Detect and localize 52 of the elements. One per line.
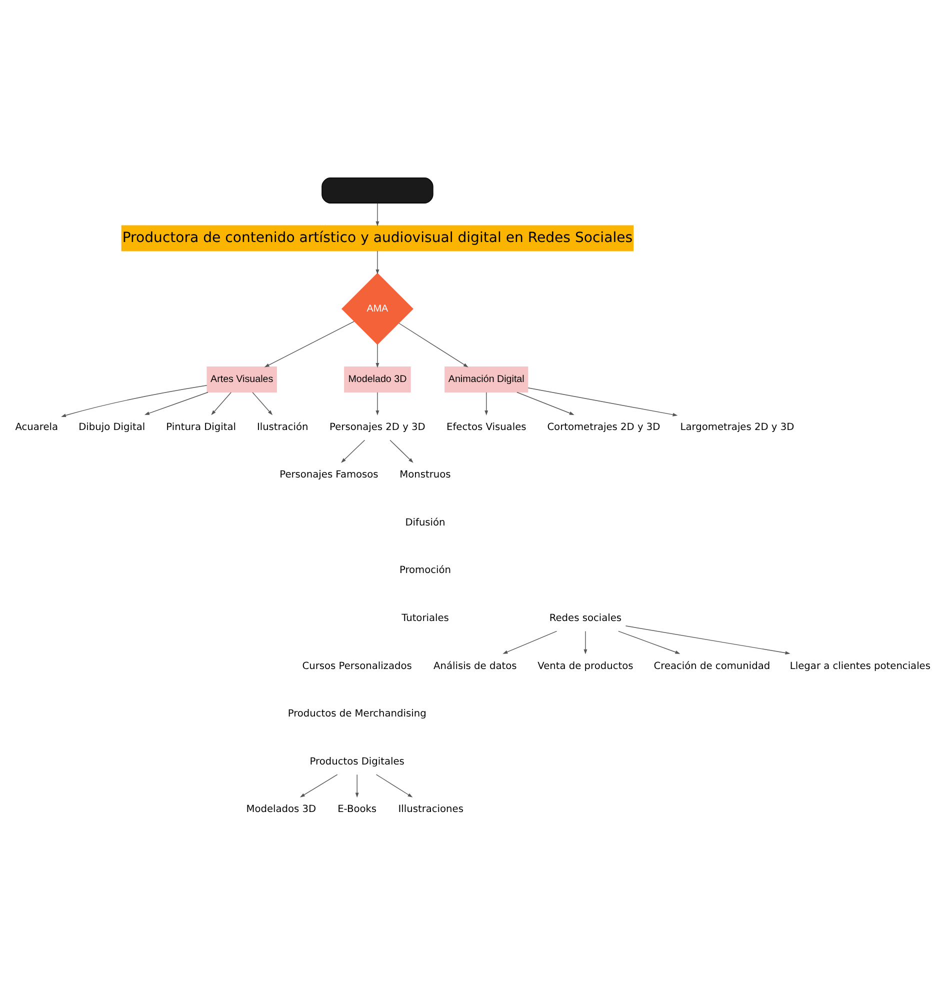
node-text: Modelados 3D — [246, 804, 316, 815]
arrow — [341, 439, 366, 462]
arrow — [528, 387, 678, 416]
node-text: Dibujo Digital — [78, 421, 146, 432]
node-text: Illustraciones — [398, 804, 464, 815]
node-text: Ilustración — [256, 421, 308, 432]
arrow — [376, 774, 413, 797]
arrow — [398, 322, 468, 367]
arrow — [390, 439, 414, 462]
node-box: Artes Visuales — [206, 366, 277, 392]
label: Difusión — [405, 516, 446, 528]
arrow — [144, 391, 208, 414]
label: Cursos Personalizados — [302, 660, 412, 672]
arrow — [211, 392, 232, 415]
arrow — [264, 320, 354, 367]
node-box: Modelado 3D — [344, 366, 411, 392]
arrow — [61, 384, 208, 416]
arrow — [300, 774, 338, 797]
arrow — [376, 250, 380, 274]
arrow — [252, 392, 273, 415]
node-text: Largometrajes 2D y 3D — [680, 421, 794, 432]
arrow — [376, 344, 380, 368]
arrow — [618, 630, 680, 654]
node-text: Personajes Famosos — [280, 469, 378, 480]
node-text: Redes sociales — [549, 612, 622, 624]
label: Tutoriales — [402, 612, 449, 624]
node-diamond: AMA — [341, 272, 414, 344]
node-text: Análisis de datos — [434, 660, 517, 672]
node-text: Acuarela — [15, 421, 58, 432]
arrow — [355, 774, 359, 798]
node-text: Creación de comunidad — [654, 660, 770, 672]
node-text: Monstruos — [400, 469, 451, 480]
label: Promoción — [399, 564, 452, 576]
arrow — [484, 392, 488, 415]
node-box — [322, 176, 434, 203]
node-text: Cortometrajes 2D y 3D — [547, 421, 660, 432]
node-box: Productora de contenido artístico y audiovisual digital en Redes Sociales — [121, 224, 634, 251]
arrow — [502, 630, 558, 654]
arrow — [516, 391, 574, 414]
node-text: Llegar a clientes potenciales — [790, 660, 930, 672]
label: Productos de Merchandising — [288, 708, 426, 720]
node-text: Personajes 2D y 3D — [330, 421, 426, 432]
arrow — [376, 392, 380, 415]
node-text: E-Books — [338, 804, 377, 815]
arrow — [584, 630, 588, 654]
node-box: Animación Digital — [444, 366, 528, 392]
node-text: Efectos Visuales — [446, 421, 526, 432]
node-text: Productos Digitales — [310, 756, 404, 767]
node-text: Pintura Digital — [166, 421, 236, 432]
node-text: Venta de productos — [538, 660, 634, 672]
arrow — [625, 625, 790, 654]
arrow — [376, 202, 380, 226]
